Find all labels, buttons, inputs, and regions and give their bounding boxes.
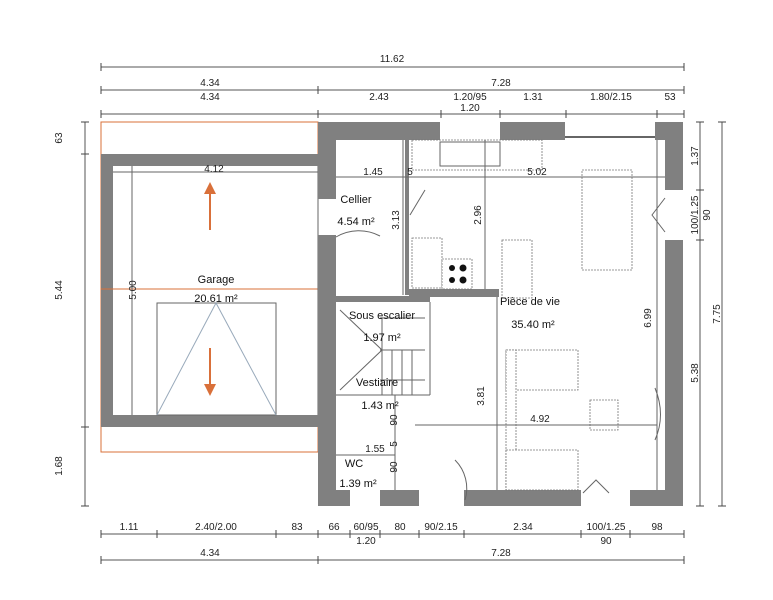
tv-icon (654, 387, 661, 441)
dim-top-garage: 4.34 (200, 78, 220, 89)
right-dimensions: 1.37 100/1.25 90 5.38 7.75 (690, 121, 726, 507)
dim-garage-width: 4.12 (204, 164, 224, 175)
dim-living-width: 4.92 (530, 414, 550, 425)
bottom-dimensions: 1.11 2.40/2.00 83 66 60/95 80 90/2.15 2.… (100, 522, 685, 564)
sous-escalier-label: Sous escalier (349, 310, 415, 322)
dim-bottom-5: 80 (394, 522, 406, 533)
left-dimensions: 63 5.44 1.68 (54, 121, 89, 507)
window-icon (651, 197, 666, 233)
dim-right-0: 1.37 (690, 146, 701, 166)
dim-right-1: 100/1.25 (690, 195, 701, 234)
entrance-door (454, 459, 468, 501)
dim-right-total: 7.75 (712, 304, 723, 324)
dim-cellier-width: 1.45 (363, 167, 383, 178)
dim-cellier-depth: 3.13 (391, 210, 402, 230)
dim-bottom2-0: 4.34 (200, 548, 220, 559)
dim-wall-5: 5 (407, 167, 413, 178)
house-walls (318, 122, 683, 506)
garage: 4.12 5.00 Garage 20.61 m² (100, 121, 319, 453)
wc-area: 1.39 m² (339, 478, 377, 490)
dim-left-0: 63 (54, 132, 65, 144)
dim-right-2: 90 (702, 209, 713, 221)
dim-bottom-2: 83 (291, 522, 303, 533)
dim-wc-door: 90 (389, 461, 400, 473)
dim-living-depth2: 3.81 (476, 386, 487, 406)
dim-top3-2: 1.20/95 (453, 92, 487, 103)
dim-garage-depth: 5.00 (128, 280, 139, 300)
dim-bottom-3: 66 (328, 522, 340, 533)
window-icon (582, 479, 610, 494)
dim-bottom-sub-1: 90 (600, 536, 612, 547)
dim-bottom-0: 1.11 (120, 522, 139, 533)
dim-bottom-sub-0: 1.20 (356, 536, 376, 547)
room-labels: Cellier 4.54 m² Sous escalier 1.97 m² Ve… (337, 194, 560, 490)
dim-bottom-1: 2.40/2.00 (195, 522, 237, 533)
interior-dimensions: 1.45 5 5.02 3.13 2.96 6.99 3.81 4.92 1.5… (336, 140, 665, 490)
piece-de-vie-label: Pièce de vie (500, 296, 560, 308)
dim-top3-3: 1.31 (523, 92, 543, 103)
furniture (335, 139, 666, 501)
dim-bottom2-1: 7.28 (491, 548, 511, 559)
dim-right-3: 5.38 (690, 363, 701, 383)
dim-hall-width: 1.55 (365, 444, 385, 455)
dim-top3-0: 4.34 (200, 92, 220, 103)
dim-bottom-8: 100/1.25 (587, 522, 626, 533)
vestiaire-area: 1.43 m² (361, 400, 399, 412)
dim-top3-sub: 1.20 (460, 103, 480, 114)
dim-bottom-6: 90/2.15 (424, 522, 458, 533)
sink-icon (439, 141, 501, 167)
dim-top-total: 11.62 (380, 54, 405, 65)
dim-hall-5: 5 (389, 441, 400, 447)
dim-top-house: 7.28 (491, 78, 511, 89)
dim-kitchen-width: 5.02 (527, 167, 547, 178)
dim-vest-door: 90 (389, 414, 400, 426)
dining-table (581, 169, 633, 271)
dim-left-1: 5.44 (54, 280, 65, 300)
small-table (501, 239, 533, 299)
dim-kitchen-depth: 2.96 (473, 205, 484, 225)
sofa (505, 349, 579, 391)
cellier-label: Cellier (340, 194, 372, 206)
arrow-up-icon (204, 182, 216, 230)
dim-bottom-4: 60/95 (353, 522, 378, 533)
top-dimensions: 11.62 4.34 7.28 4.34 2.43 1.20/95 1.31 1… (100, 54, 685, 118)
garage-area: 20.61 m² (194, 293, 238, 305)
dim-bottom-9: 98 (651, 522, 663, 533)
dim-living-depth: 6.99 (643, 308, 654, 328)
piece-de-vie-area: 35.40 m² (511, 319, 555, 331)
dim-top3-1: 2.43 (369, 92, 389, 103)
dim-left-2: 1.68 (54, 456, 65, 476)
cellier-area: 4.54 m² (337, 216, 375, 228)
cooktop-icon (441, 258, 473, 290)
wc-label: WC (345, 458, 363, 470)
staircase (339, 309, 425, 395)
vestiaire-label: Vestiaire (356, 377, 398, 389)
dim-bottom-7: 2.34 (513, 522, 533, 533)
cellier-door (335, 230, 381, 238)
garage-label: Garage (198, 274, 235, 286)
sous-escalier-area: 1.97 m² (363, 332, 401, 344)
kitchen-counter (411, 139, 543, 171)
dim-top3-5: 53 (664, 92, 676, 103)
dim-top3-4: 1.80/2.15 (590, 92, 632, 103)
arrow-down-icon (204, 348, 216, 396)
